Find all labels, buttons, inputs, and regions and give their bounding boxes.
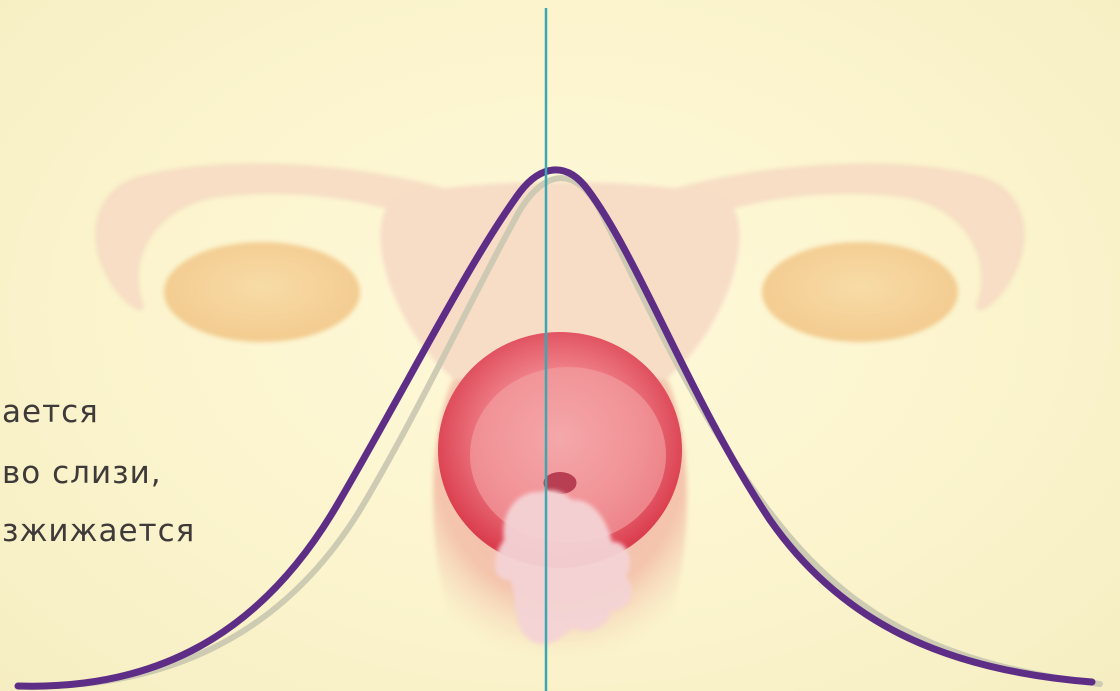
right-ovary: [762, 242, 958, 342]
left-ovary: [164, 242, 360, 342]
caption-line-1: ается: [2, 397, 99, 428]
caption-line-3: зжижается: [2, 516, 195, 547]
caption-line-2: во слизи,: [2, 458, 162, 489]
